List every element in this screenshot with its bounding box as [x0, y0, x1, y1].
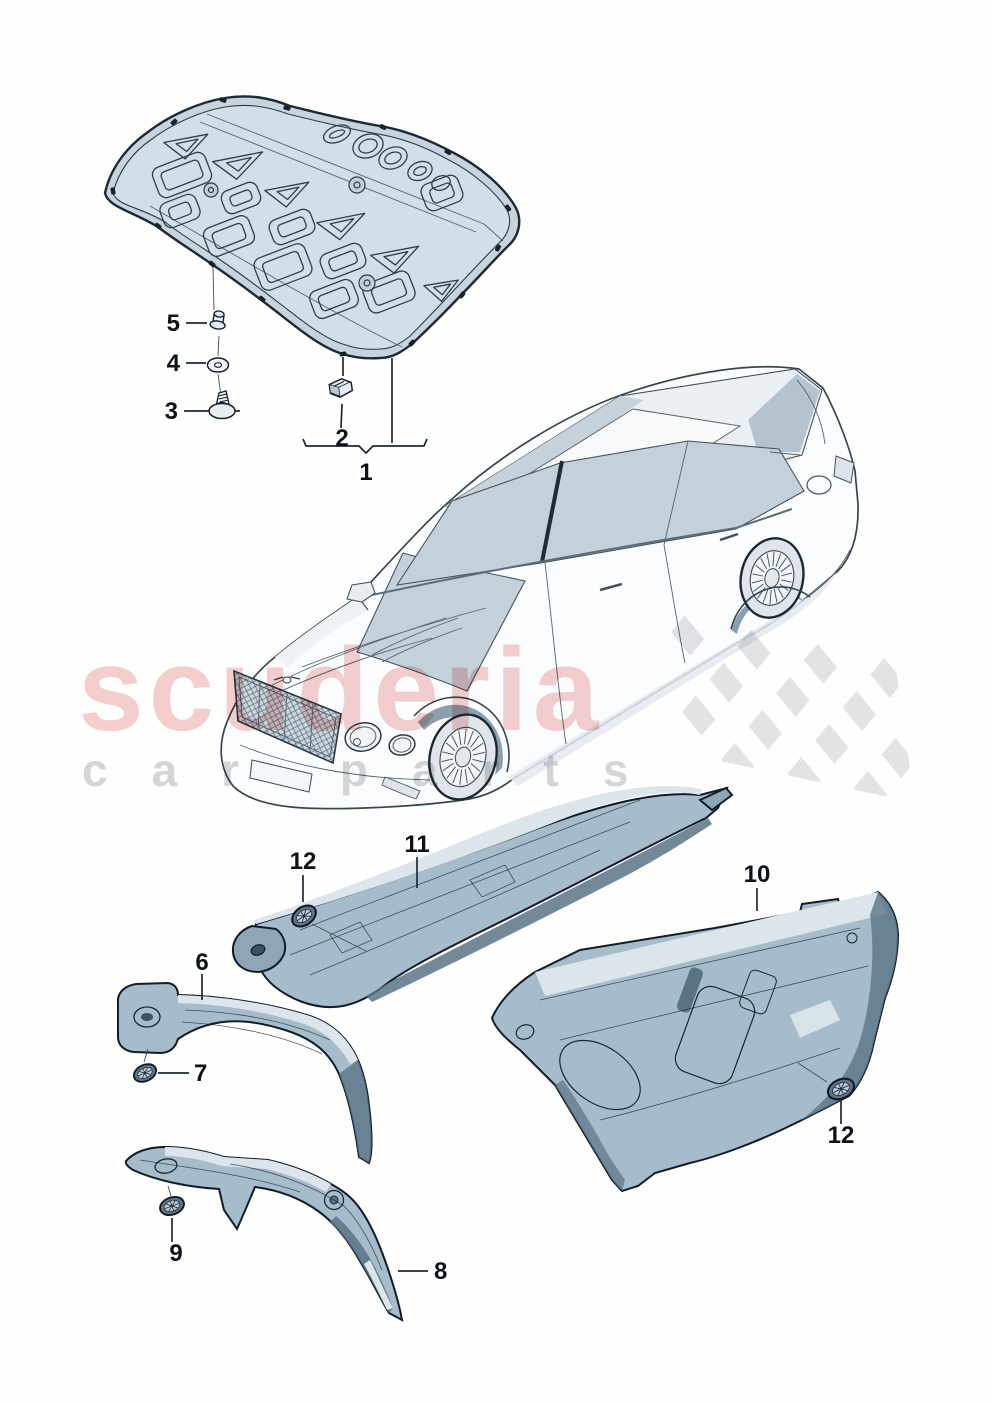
- clip-fastener-5: [209, 310, 226, 330]
- grommet-7: [130, 1059, 160, 1087]
- part-8-side-insulation: 9 8: [124, 1145, 447, 1322]
- rear-wheel: [739, 537, 805, 619]
- callout-3: 3: [165, 398, 178, 425]
- panel-emboss-pattern: [151, 124, 464, 320]
- part-6-side-insulation: 6 7: [116, 949, 373, 1165]
- callout-8: 8: [434, 1258, 447, 1285]
- car-illustration: [220, 365, 859, 810]
- callout-10: 10: [744, 861, 771, 888]
- bentley-badge: [273, 676, 301, 684]
- callout-5: 5: [167, 310, 180, 337]
- callout-12-left: 12: [290, 848, 317, 875]
- part-10-dash-insulation: 10 12: [490, 861, 900, 1193]
- car-rear-window: [748, 374, 820, 452]
- car-headlights: [344, 722, 416, 756]
- license-plate: [249, 759, 313, 793]
- watermark-subtext: car parts: [82, 744, 672, 796]
- part-11-cowl-insulation: 11 12: [231, 786, 734, 1009]
- callout-11: 11: [404, 831, 429, 858]
- callout-9: 9: [169, 1240, 182, 1267]
- callout-6: 6: [195, 949, 208, 976]
- callout-2: 2: [335, 425, 348, 452]
- front-wheel: [428, 713, 498, 801]
- callout-7: 7: [194, 1060, 207, 1087]
- checkered-flag: [668, 612, 915, 803]
- grommet-9: [156, 1192, 188, 1220]
- screw-rivet-3: [208, 390, 236, 420]
- car-grille: [233, 669, 342, 765]
- hood-insulation-panel: [103, 95, 521, 360]
- car-mirror: [346, 581, 376, 611]
- callout-4: 4: [167, 350, 181, 377]
- fastener-callouts: 5 4 3 2 1: [165, 266, 428, 486]
- callout-1: 1: [359, 459, 372, 486]
- washer-4: [206, 357, 230, 373]
- watermark: scuderia car parts: [78, 612, 915, 803]
- callout-12-right: 12: [828, 1122, 855, 1149]
- watermark-brand-text: scuderia: [78, 624, 603, 756]
- panel-edge-clips: [110, 97, 512, 357]
- car-side-windows: [395, 440, 805, 586]
- clip-fastener-2: [328, 378, 354, 399]
